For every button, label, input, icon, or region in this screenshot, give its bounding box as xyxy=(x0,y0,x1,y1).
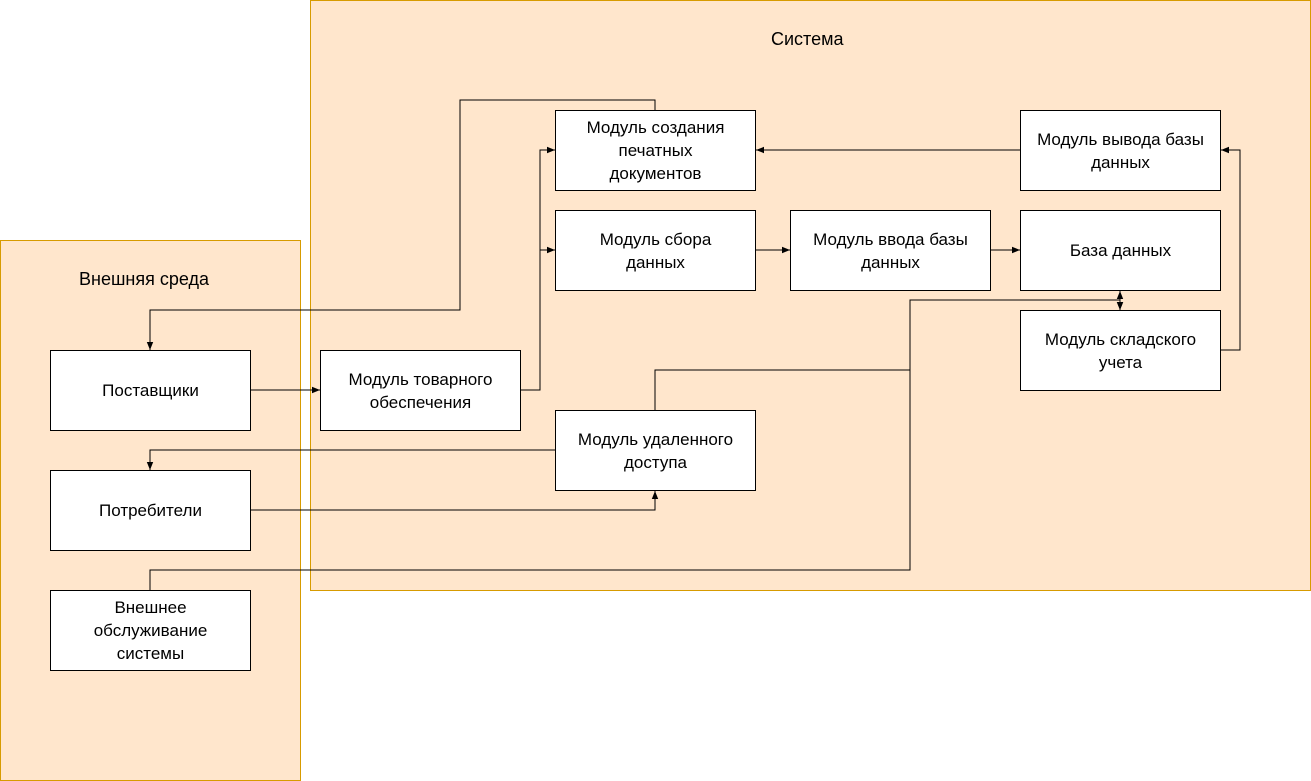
system-title: Система xyxy=(771,29,844,49)
node-consumers[interactable]: Потребители xyxy=(50,470,251,551)
node-data-collection-module[interactable]: Модуль сбора данных xyxy=(555,210,756,291)
environment-title: Внешняя среда xyxy=(79,269,209,289)
node-db-input-module[interactable]: Модуль ввода базы данных xyxy=(790,210,991,291)
node-db-output-module[interactable]: Модуль вывода базы данных xyxy=(1020,110,1221,191)
node-supply-module[interactable]: Модуль товарного обеспечения xyxy=(320,350,521,431)
node-suppliers[interactable]: Поставщики xyxy=(50,350,251,431)
node-database[interactable]: База данных xyxy=(1020,210,1221,291)
node-warehouse-module[interactable]: Модуль складского учета xyxy=(1020,310,1221,391)
node-external-service[interactable]: Внешнее обслуживание системы xyxy=(50,590,251,671)
node-remote-access-module[interactable]: Модуль удаленного доступа xyxy=(555,410,756,491)
node-print-documents-module[interactable]: Модуль создания печатных документов xyxy=(555,110,756,191)
system-container: Система xyxy=(310,0,1311,591)
